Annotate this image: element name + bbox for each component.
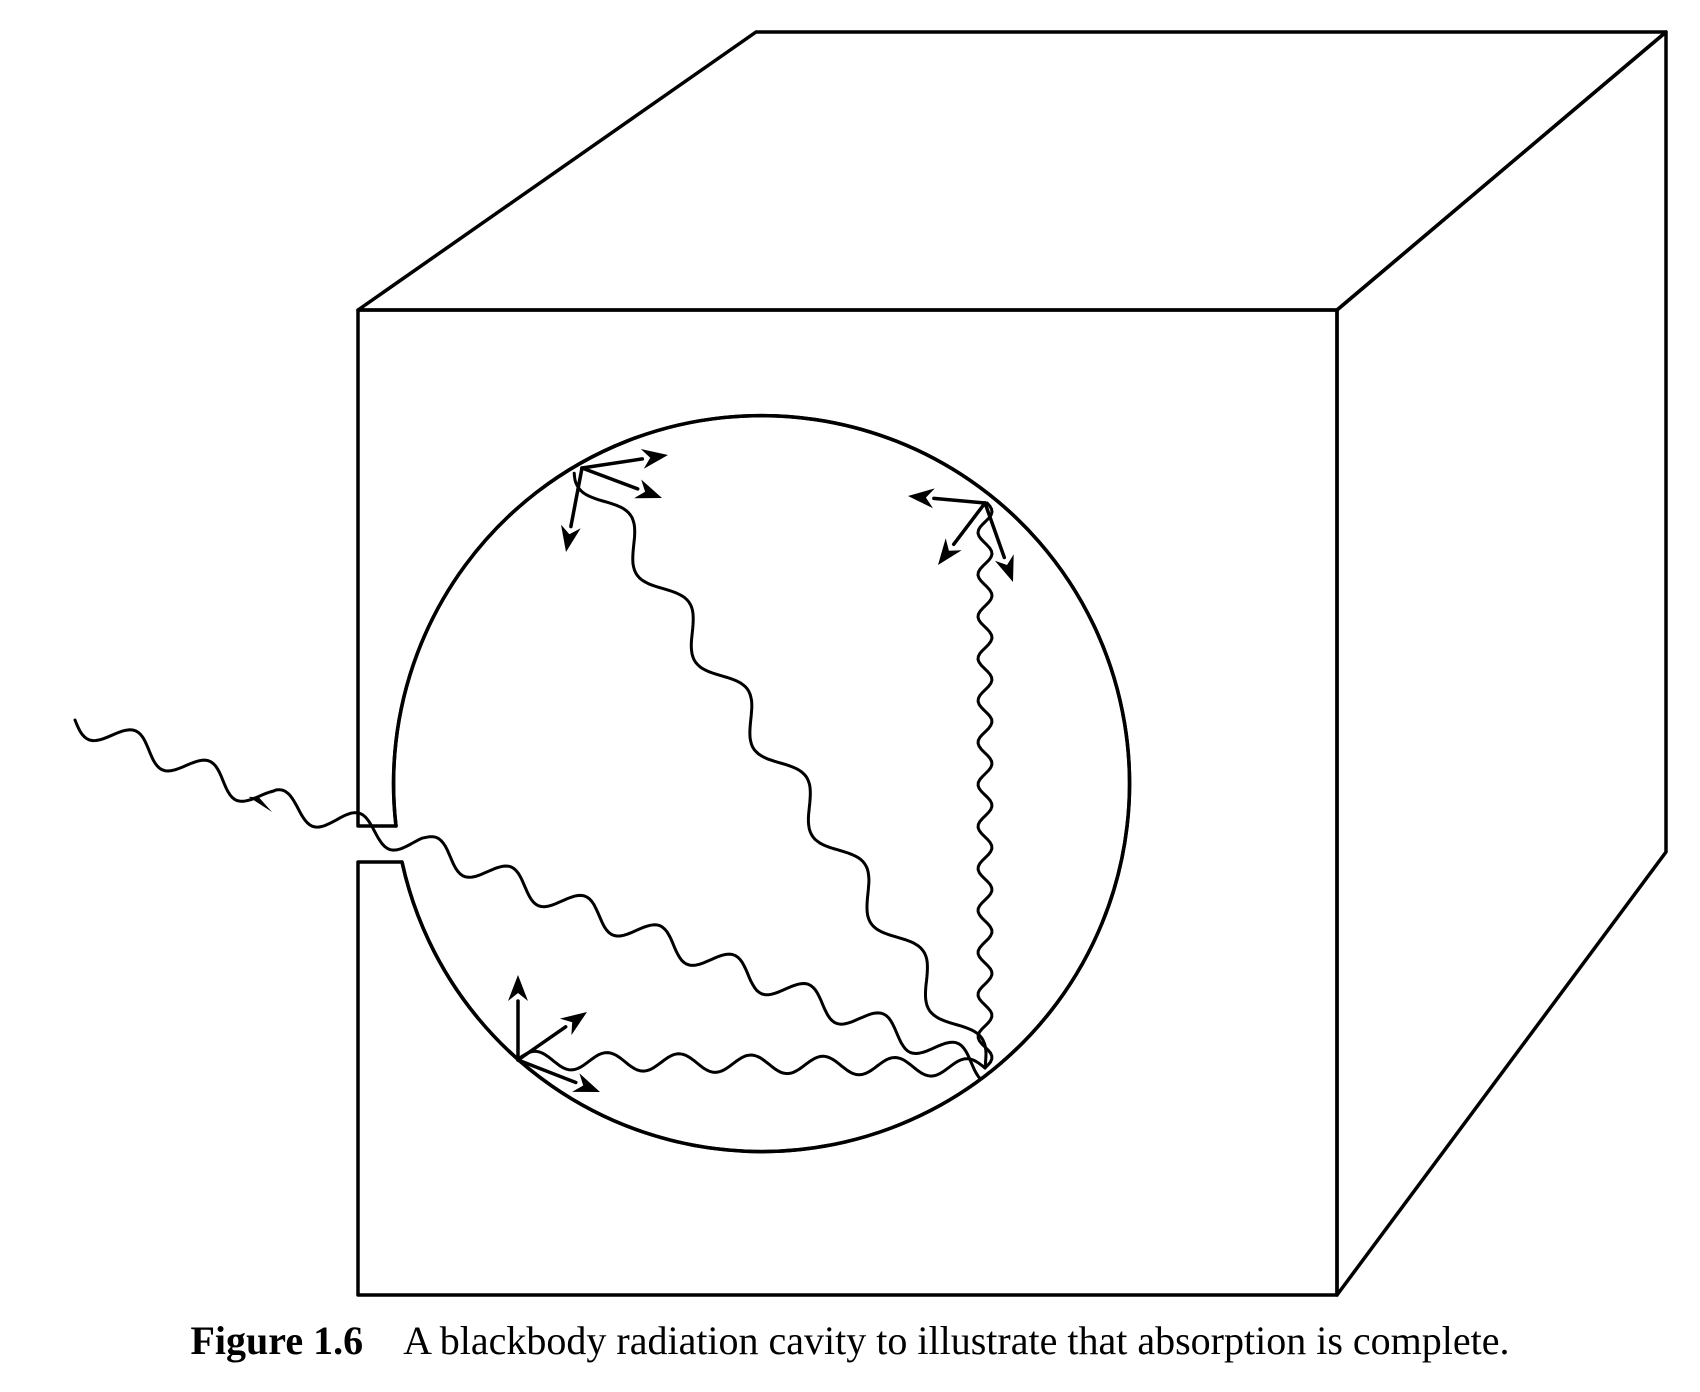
reflected-wave — [976, 501, 994, 1070]
scatter-arrow-head — [994, 554, 1014, 582]
scatter-arrow-shaft — [951, 501, 987, 547]
cavity-wall — [391, 413, 1132, 1154]
caption-text: A blackbody radiation cavity to illustra… — [403, 1317, 1510, 1363]
scatter-arrow-head — [640, 449, 668, 469]
scatter-arrow-head — [938, 538, 962, 565]
incoming-radiation-wave — [73, 718, 983, 1081]
scatter-arrow-shaft — [983, 501, 1007, 560]
scatter-arrow-head — [559, 1012, 587, 1036]
scatter-arrow-head — [572, 1073, 600, 1092]
scatter-arrow-shaft — [569, 466, 584, 529]
cube-top-face — [356, 30, 1668, 312]
scattered-ray-arrows — [508, 449, 1014, 1092]
scatter-arrow-head — [561, 524, 581, 552]
scatter-arrow-head — [908, 488, 935, 509]
incoming-ray-arrowhead — [248, 796, 272, 812]
scatter-arrow-shaft — [580, 466, 640, 491]
scatter-arrow-shaft — [516, 1058, 578, 1085]
scatter-arrow-head — [634, 479, 662, 499]
caption-label: Figure 1.6 — [190, 1317, 364, 1363]
scatter-arrow-shaft — [580, 457, 645, 470]
reflected-wave — [516, 1049, 987, 1078]
cube-front-face — [356, 308, 1339, 1297]
scatter-arrow-shaft — [516, 1025, 568, 1062]
reflected-wave — [572, 471, 988, 1070]
blackbody-cavity-diagram — [73, 30, 1668, 1297]
figure-caption: Figure 1.6 A blackbody radiation cavity … — [0, 1300, 1700, 1380]
scatter-arrow-shaft — [932, 496, 987, 505]
scatter-arrow-head — [508, 975, 528, 1001]
cube-side-face — [1335, 30, 1668, 1297]
